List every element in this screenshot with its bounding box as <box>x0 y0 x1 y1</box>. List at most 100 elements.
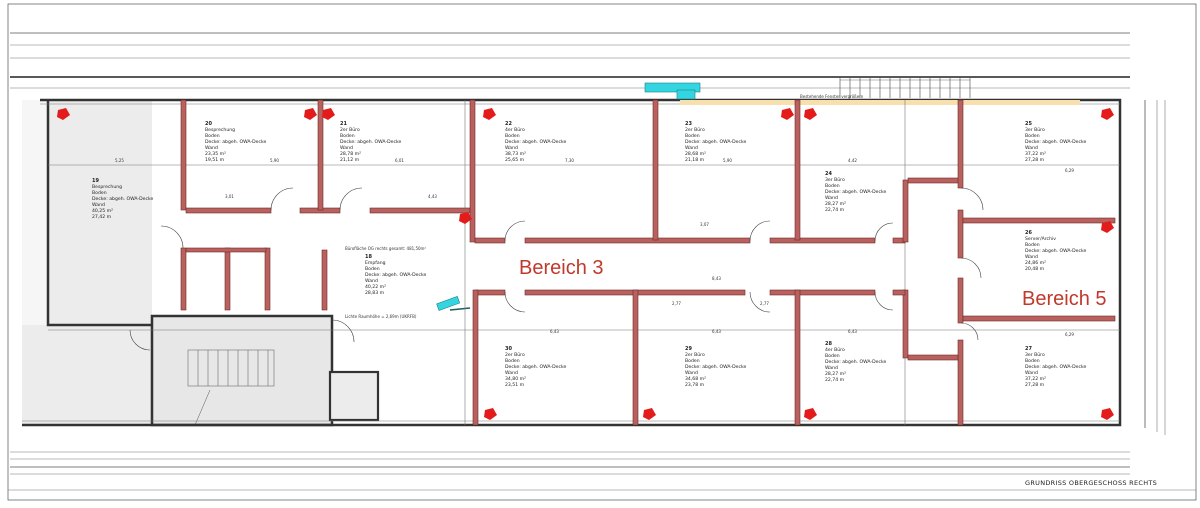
room-area: 24,86 m² <box>1025 260 1046 266</box>
room-area: 28,68 m² <box>685 151 706 157</box>
room-wall: Wand <box>505 145 518 151</box>
room-wall: Wand <box>505 370 518 376</box>
zone-label-bereich-5: Bereich 5 <box>1022 288 1107 310</box>
room-area: 40,25 m² <box>92 208 113 214</box>
room-no: 20 <box>205 121 212 127</box>
room-perimeter: 20,48 m <box>1025 266 1045 272</box>
room-no: 29 <box>685 346 692 352</box>
exterior-wall <box>22 98 1122 427</box>
room-floor: Boden <box>1025 358 1040 364</box>
room-floor: Boden <box>685 133 700 139</box>
room-floor: Boden <box>825 183 840 189</box>
room-floor: Boden <box>365 266 380 272</box>
dimension-label: 6,43 <box>712 329 721 334</box>
dimension-label: 8,43 <box>712 276 721 281</box>
room-ceiling: Decke: abgeh. OWA-Decke <box>1025 364 1087 370</box>
room-ceiling: Decke: abgeh. OWA-Decke <box>685 139 747 145</box>
dimension-label: 6,43 <box>848 329 857 334</box>
room-wall: Wand <box>685 370 698 376</box>
room-area: 37,22 m² <box>1025 376 1046 382</box>
room-area: 28,27 m² <box>825 371 846 377</box>
room-type: 3er Büro <box>825 177 845 183</box>
window-strip <box>680 100 1080 105</box>
room-no: 21 <box>340 121 347 127</box>
room-wall: Wand <box>1025 145 1038 151</box>
room-perimeter: 28,83 m <box>365 290 385 296</box>
drawing-title: GRUNDRISS OBERGESCHOSS RECHTS <box>1025 479 1157 487</box>
room-perimeter: 19,51 m <box>205 157 225 163</box>
dimension-label: 6,29 <box>1065 168 1074 173</box>
room-perimeter: 25,65 m <box>505 157 525 163</box>
room-no: 22 <box>505 121 512 127</box>
room-floor: Boden <box>505 358 520 364</box>
room-perimeter: 27,42 m <box>92 214 112 220</box>
cyan-marker <box>644 82 701 93</box>
existing-area-strip <box>22 100 48 325</box>
room-area: 38,73 m² <box>505 151 526 157</box>
room-perimeter: 23,51 m <box>505 382 525 388</box>
room-type: 4er Büro <box>825 347 845 353</box>
room-ceiling: Decke: abgeh. OWA-Decke <box>505 139 567 145</box>
room-no: 26 <box>1025 230 1032 236</box>
room-no: 18 <box>365 254 372 260</box>
room-floor: Boden <box>825 353 840 359</box>
room-type: 2er Büro <box>685 127 705 133</box>
dimension-labels: 5,25 5,90 6,01 7,30 5,90 4,42 6,29 6,29 … <box>115 158 1074 337</box>
room-perimeter: 22,74 m <box>825 207 845 213</box>
grid-lines <box>48 100 1120 425</box>
dimension-label: 2,77 <box>672 301 681 306</box>
room-no: 24 <box>825 171 832 177</box>
room-area: 28,27 m² <box>825 201 846 207</box>
room-area: 28,78 m² <box>340 151 361 157</box>
zone-label-bereich-3: Bereich 3 <box>519 257 604 279</box>
room-type: Besprechung <box>92 184 122 190</box>
room-no: 23 <box>685 121 692 127</box>
room-perimeter: 27,28 m <box>1025 382 1045 388</box>
room-ceiling: Decke: abgeh. OWA-Decke <box>205 139 267 145</box>
room-area: 37,22 m² <box>1025 151 1046 157</box>
stair-treads <box>187 349 275 426</box>
room-ceiling: Decke: abgeh. OWA-Decke <box>825 359 887 365</box>
room-type: Server/Archiv <box>1025 236 1056 242</box>
room-perimeter: 23,78 m <box>685 382 705 388</box>
dimension-label: 4,43 <box>428 194 437 199</box>
room-no: 30 <box>505 346 512 352</box>
top-dimension-lines <box>10 32 1130 98</box>
room-ceiling: Decke: abgeh. OWA-Decke <box>505 364 567 370</box>
ceiling-height-note: Lichte Raumhöhe = 2,69m (UKRFB) <box>345 314 417 319</box>
dimension-label: 5,25 <box>115 158 124 163</box>
dimension-label: 6,01 <box>395 158 404 163</box>
room-type: 3er Büro <box>1025 352 1045 358</box>
room-type: 3er Büro <box>1025 127 1045 133</box>
room-area: 40,22 m² <box>365 284 386 290</box>
exterior-stair-treads <box>839 78 971 98</box>
room-floor: Boden <box>340 133 355 139</box>
room-no: 28 <box>825 341 832 347</box>
fire-extinguisher-icons <box>57 108 1114 420</box>
dimension-label: 3,07 <box>700 222 709 227</box>
room-type: Empfang <box>365 260 386 266</box>
room-ceiling: Decke: abgeh. OWA-Decke <box>685 364 747 370</box>
dimension-label: 2,77 <box>760 301 769 306</box>
doors <box>129 187 984 351</box>
room-floor: Boden <box>1025 242 1040 248</box>
bottom-dimension-lines <box>10 451 1130 475</box>
room-ceiling: Decke: abgeh. OWA-Decke <box>1025 248 1087 254</box>
room-no: 25 <box>1025 121 1032 127</box>
room-ceiling: Decke: abgeh. OWA-Decke <box>1025 139 1087 145</box>
room-wall: Wand <box>340 145 353 151</box>
dimension-label: 5,90 <box>723 158 732 163</box>
room-type: 2er Büro <box>505 352 525 358</box>
new-walls <box>180 99 1116 426</box>
room-floor: Boden <box>92 190 107 196</box>
room-wall: Wand <box>825 365 838 371</box>
dimension-label: 7,30 <box>565 158 574 163</box>
